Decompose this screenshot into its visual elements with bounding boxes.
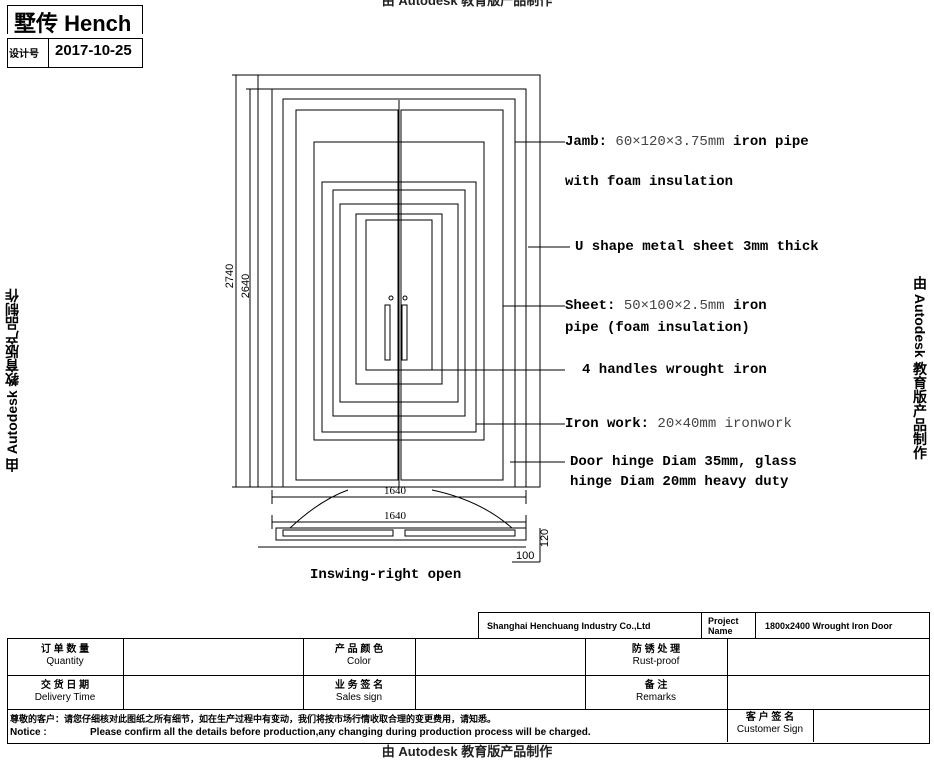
divider: [701, 613, 702, 639]
grid-col-line: [123, 638, 124, 709]
delivery-label-en: Delivery Time: [34, 692, 96, 703]
notice-cn-text: 请您仔细核对此图纸之所有细节，如在生产过程中有变动，我们将按市场行情收取合理的变…: [64, 714, 497, 724]
rustproof-label-cn: 防 锈 处 理: [631, 644, 681, 655]
hinge-annotation-line2: hinge Diam 20mm heavy duty: [570, 474, 789, 490]
project-label-line2: Name: [708, 626, 733, 636]
threshold-depth-dimension: 120: [539, 528, 552, 548]
sheet-size: 50×100×2.5mm: [623, 298, 725, 314]
right-leaf: [400, 109, 504, 481]
watermark-right: 由 Autodesk 教育版产品制作: [912, 276, 928, 460]
ironwork-size: 20×40mm ironwork: [657, 416, 792, 432]
sheet-material: iron: [733, 298, 767, 314]
remarks-label-en: Remarks: [635, 692, 676, 703]
quantity-label: 订 单 数 量 Quantity: [7, 644, 123, 668]
project-label-line1: Project: [708, 616, 739, 626]
title-strip: Shanghai Henchuang Industry Co.,Ltd Proj…: [478, 612, 930, 639]
ironwork-annotation: Iron work: 20×40mm ironwork: [565, 416, 792, 432]
color-label: 产 品 颜 色 Color: [303, 644, 415, 668]
notice-en-text: Please confirm all the details before pr…: [90, 727, 591, 738]
watermark-top: 由 Autodesk 教育版产品制作: [381, 0, 553, 8]
color-label-cn: 产 品 颜 色: [334, 644, 384, 655]
outer-height-dimension: 2740: [224, 263, 237, 289]
design-number-label: 设计号: [9, 49, 39, 60]
customer-sign-label-en: Customer Sign: [736, 724, 804, 735]
jamb-annotation: Jamb: 60×120×3.75mm iron pipe: [565, 134, 809, 150]
project-name: 1800x2400 Wrought Iron Door: [765, 621, 893, 631]
delivery-label-cn: 交 货 日 期: [40, 680, 90, 691]
handles-annotation: 4 handles wrought iron: [582, 362, 767, 378]
customer-sign-label-cn: 客 户 签 名: [745, 712, 795, 723]
hinge-annotation-line1: Door hinge Diam 35mm, glass: [570, 454, 797, 470]
ironwork-label: Iron work:: [565, 416, 650, 432]
sheet-label: Sheet:: [565, 298, 616, 314]
rustproof-label: 防 锈 处 理 Rust-proof: [585, 644, 727, 668]
jamb-size: 60×120×3.75mm: [615, 134, 725, 150]
design-number-value: 2017-10-25: [55, 42, 132, 59]
grid-row-line: [7, 709, 929, 710]
jamb-annotation-line3: with foam insulation: [565, 174, 734, 190]
quantity-label-cn: 订 单 数 量: [40, 644, 90, 655]
brand-box: [7, 5, 143, 34]
notice-cn: 尊敬的客户：请您仔细核对此图纸之所有细节，如在生产过程中有变动，我们将按市场行情…: [10, 712, 496, 725]
divider: [755, 613, 756, 639]
design-number-divider: [48, 38, 49, 68]
rustproof-label-en: Rust-proof: [632, 656, 680, 667]
threshold-width-dimension: 100: [516, 550, 535, 562]
quantity-label-en: Quantity: [46, 656, 84, 667]
notice-en-label: Notice :: [10, 727, 47, 738]
open-direction-label: Inswing-right open: [310, 567, 462, 583]
jamb-label: Jamb:: [565, 134, 608, 150]
grid-col-line: [585, 638, 586, 709]
sales-sign-label-cn: 业 务 签 名: [334, 680, 384, 691]
color-label-en: Color: [347, 656, 371, 667]
notice-cn-label: 尊敬的客户：: [10, 714, 65, 724]
grid-col-line: [303, 638, 304, 709]
remarks-label: 备 注 Remarks: [585, 680, 727, 704]
brand-title: 墅传 Hench: [14, 11, 132, 36]
sheet-annotation: Sheet: 50×100×2.5mm iron: [565, 298, 767, 314]
outer-width-dimension: 1640: [384, 485, 406, 497]
sales-sign-label: 业 务 签 名 Sales sign: [303, 680, 415, 704]
u-shape-annotation: U shape metal sheet 3mm thick: [575, 239, 819, 255]
grid-col-line: [813, 709, 814, 742]
delivery-label: 交 货 日 期 Delivery Time: [7, 680, 123, 704]
grid-row-line: [7, 675, 929, 676]
sales-sign-label-en: Sales sign: [335, 692, 383, 703]
jamb-material: iron pipe: [733, 134, 809, 150]
customer-sign-label: 客 户 签 名 Customer Sign: [727, 712, 813, 736]
grid-col-line: [415, 638, 416, 709]
design-number-box: [7, 38, 143, 68]
grid-col-line: [727, 638, 728, 742]
sheet-annotation-line2: pipe (foam insulation): [565, 320, 750, 336]
order-form: [7, 638, 930, 744]
company-name: Shanghai Henchuang Industry Co.,Ltd: [487, 621, 651, 631]
remarks-label-cn: 备 注: [644, 680, 668, 691]
inner-width-dimension: 1640: [384, 510, 406, 522]
left-leaf: [295, 109, 399, 481]
notice-en: Notice : Please confirm all the details b…: [10, 727, 591, 738]
project-label: Project Name: [708, 613, 748, 639]
inner-height-dimension: 2640: [240, 273, 253, 299]
